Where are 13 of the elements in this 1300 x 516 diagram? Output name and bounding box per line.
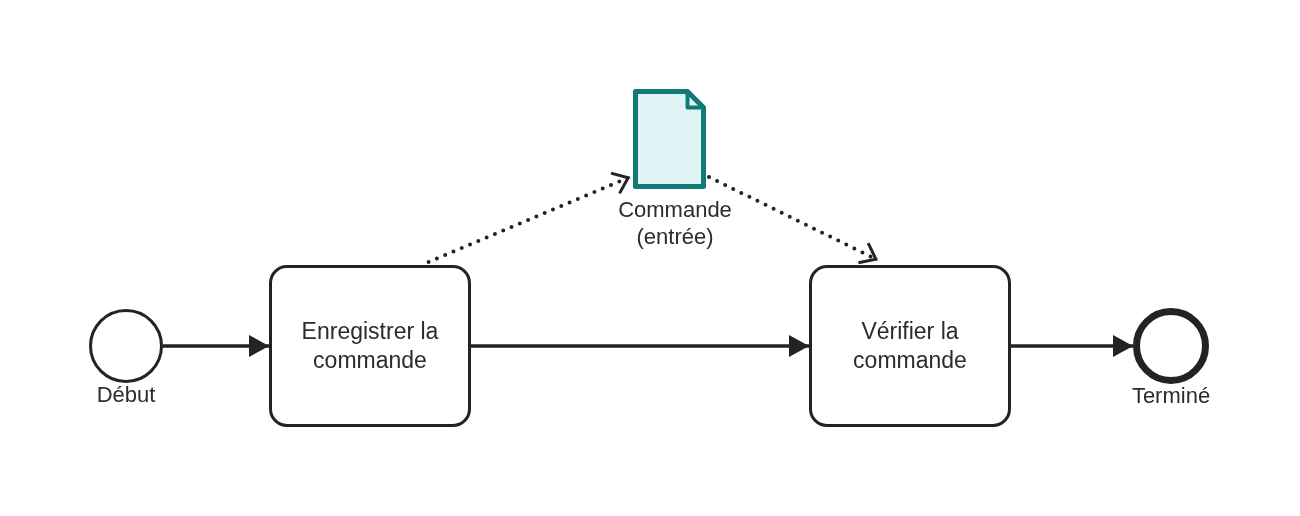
task-box — [809, 265, 1011, 427]
sequence-flow-arrow — [471, 335, 809, 357]
task-box — [269, 265, 471, 427]
dotted-association-arrow — [707, 175, 880, 265]
task-label: Enregistrer la commande — [300, 317, 440, 375]
event-label: Début — [96, 385, 156, 405]
event-label: Terminé — [1131, 386, 1211, 406]
data-object-label: Commande (entrée) — [617, 196, 733, 250]
sequence-flow-arrow — [1011, 335, 1133, 357]
sequence-flow-arrow — [163, 335, 269, 357]
document-shape — [633, 89, 706, 189]
dotted-association-arrow — [426, 171, 632, 264]
task-label: Vérifier la commande — [852, 317, 968, 375]
